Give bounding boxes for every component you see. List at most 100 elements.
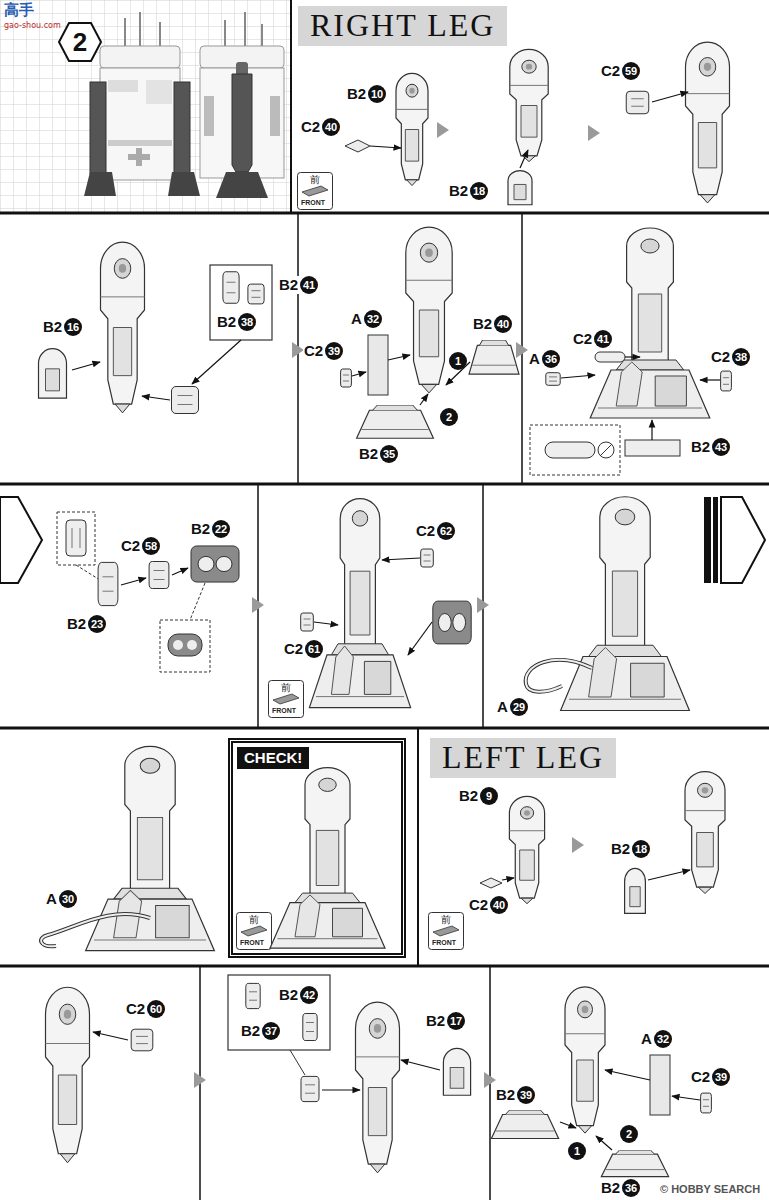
photo-panel xyxy=(108,140,172,146)
photo-panel xyxy=(100,46,180,68)
part-sprue-code: B2 xyxy=(278,986,299,1004)
part-illustration xyxy=(421,549,434,567)
callout-number: 37 xyxy=(262,1022,280,1040)
frame-lines xyxy=(0,965,769,968)
part-illustration xyxy=(701,1093,712,1113)
part-illustration xyxy=(39,42,732,1177)
part-illustration xyxy=(168,634,202,656)
part-sprue-code: C2 xyxy=(415,522,436,540)
part-illustration xyxy=(309,499,410,708)
part-illustration xyxy=(565,987,605,1133)
assembly-arrow xyxy=(322,1089,360,1090)
part-sprue-code: C2 xyxy=(468,896,489,914)
part-sprue-code: B2 xyxy=(600,1179,621,1197)
assembly-arrow xyxy=(420,394,428,405)
callout-number: 35 xyxy=(380,445,398,463)
assembly-arrow xyxy=(382,558,420,560)
part-illustration xyxy=(625,440,680,456)
step-triangle xyxy=(516,342,528,358)
part-illustration xyxy=(66,520,86,556)
callout-number: 2 xyxy=(620,1125,638,1143)
part-sprue-code: C2 xyxy=(125,1000,146,1018)
part-sprue-code: C2 xyxy=(710,348,731,366)
part-sprue-code: B2 xyxy=(358,445,379,463)
photo-panel xyxy=(100,68,180,180)
part-illustration xyxy=(368,335,388,395)
photo-panel xyxy=(224,20,226,48)
callout-number: 1 xyxy=(449,352,467,370)
part-sprue-code: B2 xyxy=(240,1022,261,1040)
callout-number: 22 xyxy=(212,520,230,538)
part-illustration xyxy=(406,227,452,393)
callout-number: 58 xyxy=(142,537,160,555)
part-illustration xyxy=(530,425,620,475)
part-sprue-code: B2 xyxy=(346,85,367,103)
part-illustration xyxy=(546,373,560,386)
part-illustration xyxy=(41,914,150,946)
callout-number: 38 xyxy=(732,348,750,366)
part-illustration xyxy=(356,1002,400,1173)
callout-number: 32 xyxy=(364,310,382,328)
check-box: CHECK! xyxy=(228,738,406,958)
part-illustration xyxy=(341,369,352,387)
heading-text: LEFT LEG xyxy=(442,738,604,776)
callout-number: 61 xyxy=(305,640,323,658)
part-sprue-code: A xyxy=(496,698,509,716)
callout-number: 16 xyxy=(64,318,82,336)
part-sprue-code: C2 xyxy=(303,342,324,360)
part-sprue-code: C2 xyxy=(120,537,141,555)
part-illustration xyxy=(526,660,592,692)
assembly-arrow xyxy=(672,1096,700,1100)
callout-number: 18 xyxy=(632,840,650,858)
page-arrow xyxy=(721,497,765,583)
part-sprue-code: A xyxy=(528,350,541,368)
assembly-arrow xyxy=(561,375,595,378)
assembly-arrow xyxy=(172,568,188,575)
photo-panel xyxy=(159,22,161,48)
part-illustration xyxy=(625,868,646,913)
front-icon-text: FRONT xyxy=(301,199,325,207)
front-icon xyxy=(298,173,333,210)
part-illustration xyxy=(491,1110,558,1139)
callout-number: 41 xyxy=(594,330,612,348)
front-icon xyxy=(429,913,464,950)
photo-panel xyxy=(261,24,263,48)
part-illustration xyxy=(187,640,197,650)
assembly-arrow xyxy=(72,92,720,1150)
assembly-arrow xyxy=(388,355,410,360)
photo-panel xyxy=(270,96,280,136)
part-sprue-code: A xyxy=(640,1030,653,1048)
photo-panel xyxy=(84,172,116,196)
part-illustration xyxy=(101,242,145,413)
copyright-mark: © HOBBY SEARCH xyxy=(660,1183,760,1196)
front-icon xyxy=(237,913,272,950)
callout-number: 60 xyxy=(147,1000,165,1018)
callout-number: 29 xyxy=(510,698,528,716)
part-illustration xyxy=(301,613,314,631)
photo-panel xyxy=(174,82,190,174)
part-illustration xyxy=(545,442,595,458)
part-illustration xyxy=(357,405,434,438)
part-illustration xyxy=(595,352,625,362)
part-illustration xyxy=(172,387,199,414)
part-illustration xyxy=(396,73,428,185)
part-illustration xyxy=(686,42,730,203)
page-arrow xyxy=(713,497,718,583)
assembly-arrow xyxy=(352,372,366,376)
callout-number: 39 xyxy=(712,1068,730,1086)
photo-panel xyxy=(124,18,126,48)
part-illustration xyxy=(510,49,548,161)
photo-panel xyxy=(200,68,284,178)
part-illustration xyxy=(57,512,95,565)
callout-number: 36 xyxy=(542,350,560,368)
page-arrow xyxy=(0,497,42,583)
part-sprue-code: C2 xyxy=(600,62,621,80)
assembly-arrow xyxy=(560,1122,576,1128)
assembly-arrow xyxy=(652,92,688,102)
part-sprue-code: A xyxy=(45,890,58,908)
assembly-arrow xyxy=(700,379,720,380)
hexagon-outline xyxy=(59,23,101,61)
callout-number: 43 xyxy=(712,438,730,456)
callout-number: 17 xyxy=(447,1012,465,1030)
step-triangle xyxy=(572,837,584,853)
